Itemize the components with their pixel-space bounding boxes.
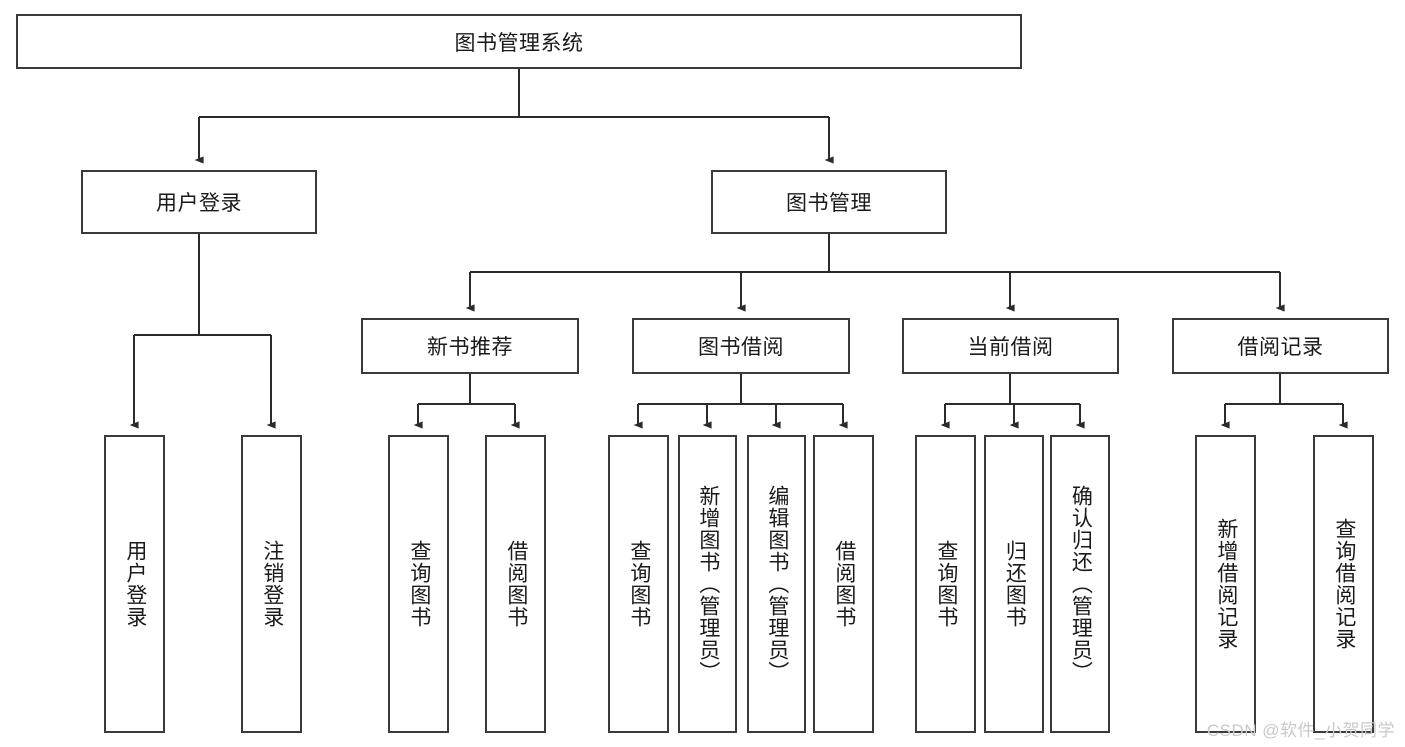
node-leaf-query-book-3[interactable]: 查询图书 [915, 435, 976, 733]
node-label: 当前借阅 [967, 336, 1054, 359]
node-label: 查询图书 [627, 540, 651, 628]
node-label: 借阅图书 [504, 540, 528, 628]
node-label: 编辑图书（管理员） [765, 485, 789, 683]
node-new-book-recommend[interactable]: 新书推荐 [361, 318, 579, 374]
node-leaf-return-book[interactable]: 归还图书 [984, 435, 1044, 733]
node-label: 查询借阅记录 [1332, 518, 1356, 650]
node-leaf-query-book-2[interactable]: 查询图书 [608, 435, 669, 733]
node-leaf-logout-login[interactable]: 注销登录 [241, 435, 302, 733]
node-leaf-add-book-admin[interactable]: 新增图书（管理员） [678, 435, 737, 733]
node-book-manage[interactable]: 图书管理 [711, 170, 947, 234]
node-leaf-edit-book-admin[interactable]: 编辑图书（管理员） [747, 435, 806, 733]
node-root-system[interactable]: 图书管理系统 [16, 14, 1022, 69]
node-label: 新增借阅记录 [1214, 518, 1238, 650]
node-label: 用户登录 [156, 192, 242, 215]
node-leaf-confirm-return-admin[interactable]: 确认归还（管理员） [1050, 435, 1110, 733]
node-label: 借阅记录 [1237, 336, 1324, 359]
node-label: 注销登录 [260, 540, 284, 628]
node-label: 图书管理系统 [454, 31, 584, 55]
node-leaf-borrow-book-2[interactable]: 借阅图书 [813, 435, 874, 733]
node-label: 图书管理 [786, 192, 872, 215]
node-label: 借阅图书 [832, 540, 856, 628]
node-leaf-borrow-book-1[interactable]: 借阅图书 [485, 435, 546, 733]
node-book-borrow[interactable]: 图书借阅 [632, 318, 850, 374]
node-leaf-add-borrow-record[interactable]: 新增借阅记录 [1195, 435, 1256, 733]
node-leaf-query-book-1[interactable]: 查询图书 [388, 435, 449, 733]
node-label: 图书借阅 [698, 336, 784, 359]
node-label: 新书推荐 [427, 336, 513, 359]
node-label: 新增图书（管理员） [696, 485, 720, 683]
node-label: 用户登录 [123, 540, 147, 628]
node-label: 确认归还（管理员） [1069, 485, 1093, 683]
node-label: 查询图书 [407, 540, 431, 628]
node-leaf-user-login[interactable]: 用户登录 [104, 435, 165, 733]
watermark: CSDN @软件_小贺同学 [1206, 721, 1395, 740]
node-label: 归还图书 [1003, 540, 1027, 628]
node-label: 查询图书 [934, 540, 958, 628]
node-user-login[interactable]: 用户登录 [81, 170, 317, 234]
node-borrow-record[interactable]: 借阅记录 [1172, 318, 1389, 374]
node-current-borrow[interactable]: 当前借阅 [902, 318, 1119, 374]
node-leaf-query-borrow-record[interactable]: 查询借阅记录 [1313, 435, 1374, 733]
